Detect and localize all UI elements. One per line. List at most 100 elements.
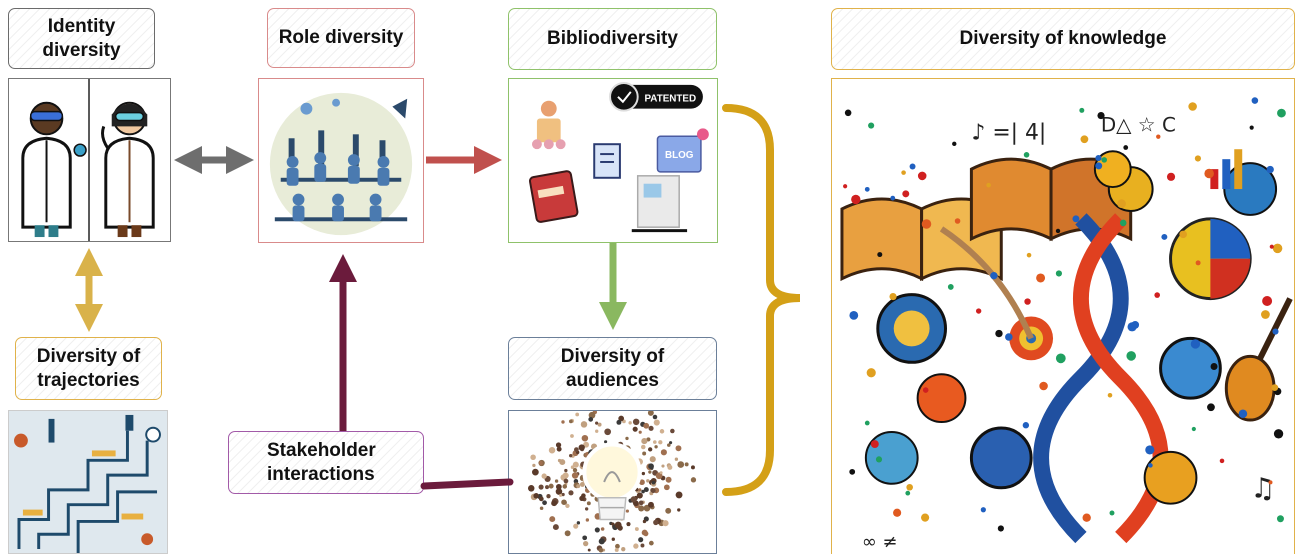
confetti-dot [1097, 111, 1105, 120]
confetti-dot [954, 218, 961, 224]
svg-text:∞ ≠: ∞ ≠ [862, 532, 898, 553]
crowd-person [579, 482, 585, 487]
confetti-dot [975, 308, 982, 314]
crowd-person [562, 472, 569, 479]
crowd-person [643, 422, 650, 429]
diversity-of-trajectories-label: Diversity of trajectories [15, 337, 162, 400]
svg-text:♪ =| 4|: ♪ =| 4| [971, 120, 1046, 145]
crowd-person [554, 479, 559, 483]
crowd-person [653, 519, 659, 526]
confetti-dot [1261, 310, 1270, 319]
confetti-dot [986, 182, 991, 188]
publications-icon: PATENTED BLOG [528, 81, 709, 233]
crowd-person [615, 543, 620, 549]
crowd-person [561, 420, 565, 424]
crowd-person [653, 440, 657, 444]
trajectories-panel [8, 410, 168, 554]
confetti-dot [877, 252, 883, 258]
confetti-dot [1080, 135, 1089, 144]
crowd-person [562, 484, 568, 489]
confetti-dot [1179, 230, 1187, 239]
crowd-person [595, 421, 599, 425]
crowd-person [646, 479, 650, 483]
crowd-person [614, 521, 622, 529]
crowd-person [559, 459, 566, 466]
confetti-dot [864, 420, 870, 426]
crowd-person [600, 527, 605, 531]
confetti-dot [1273, 429, 1284, 439]
diversity-of-audiences-label: Diversity of audiences [508, 337, 717, 400]
diversity-of-trajectories-text: Diversity of trajectories [36, 345, 141, 391]
crowd-person [588, 417, 594, 422]
confetti-dot [1123, 145, 1129, 150]
crowd-person [630, 496, 637, 503]
bibliodiversity-label: Bibliodiversity [508, 8, 717, 70]
confetti-dot [1154, 292, 1160, 298]
crowd-person [572, 461, 579, 468]
crowd-person [582, 535, 588, 541]
confetti-dot [917, 171, 927, 181]
crowd-person [667, 443, 671, 447]
crowd-person [669, 441, 673, 445]
confetti-dot [947, 284, 954, 290]
confetti-dot [1269, 244, 1274, 249]
crowd-person [643, 487, 649, 493]
confetti-dot [1276, 515, 1284, 523]
crowd-person [556, 446, 562, 452]
knowledge-panel: ♪ =| 4| D△ ☆ C ♫ ∞ ≠ [831, 78, 1295, 554]
svg-text:♫: ♫ [1250, 472, 1275, 505]
confetti-dot [1161, 233, 1168, 240]
crowd-person [575, 412, 580, 417]
confetti-dot [890, 195, 896, 201]
crowd-person [584, 507, 589, 511]
confetti-dot [997, 525, 1004, 532]
crowd-person [641, 489, 645, 494]
crowd-person [541, 473, 547, 479]
diversity-of-audiences-text: Diversity of audiences [560, 345, 665, 391]
crowd-person [621, 546, 626, 552]
crowd-person [594, 527, 600, 533]
crowd-person [552, 524, 559, 531]
crowd-person [653, 419, 660, 426]
confetti-dot [1095, 154, 1102, 162]
crowd-person [598, 547, 604, 553]
confetti-dot [1026, 252, 1032, 258]
knowledge-collage-icon: ♪ =| 4| D△ ☆ C ♫ ∞ ≠ [840, 97, 1293, 553]
diversity-of-knowledge-label: Diversity of knowledge [831, 8, 1295, 70]
confetti-dot [893, 508, 902, 517]
crowd-person [647, 411, 654, 416]
confetti-dot [1272, 243, 1283, 254]
crowd-person [667, 464, 673, 470]
crowd-person [628, 421, 632, 425]
crowd-person [538, 496, 544, 502]
confetti-dot [1166, 172, 1176, 181]
role-diversity-text: Role diversity [278, 27, 404, 48]
crowd-person [625, 509, 629, 513]
crowd-person [633, 543, 639, 549]
stakeholder-interactions-label: Stakeholder interactions [228, 431, 424, 494]
confetti-dot [1272, 328, 1279, 335]
crowd-person [661, 464, 665, 468]
confetti-dot [1148, 463, 1153, 468]
identity-diversity-label: Identity diversity [8, 8, 155, 69]
crowd-person [604, 440, 608, 444]
confetti-dot [1268, 480, 1273, 485]
crowd-person [654, 445, 658, 449]
confetti-dot [1156, 134, 1161, 139]
crowd-person [618, 415, 625, 422]
confetti-dot [1072, 215, 1080, 223]
patented-badge-text: PATENTED [644, 94, 696, 105]
crowd-person [569, 419, 573, 424]
crowd-person [555, 483, 562, 490]
crowd-person [648, 463, 654, 470]
crowd-person [611, 522, 615, 526]
confetti-dot [1055, 228, 1061, 234]
crowd-person [616, 419, 622, 425]
crowd-person [564, 468, 568, 473]
crowd-person [638, 500, 644, 506]
crowd-person [636, 492, 643, 499]
crowd-person [561, 492, 565, 497]
confetti-dot [889, 293, 897, 301]
crowd-person [527, 485, 535, 492]
crowd-person [570, 434, 574, 438]
